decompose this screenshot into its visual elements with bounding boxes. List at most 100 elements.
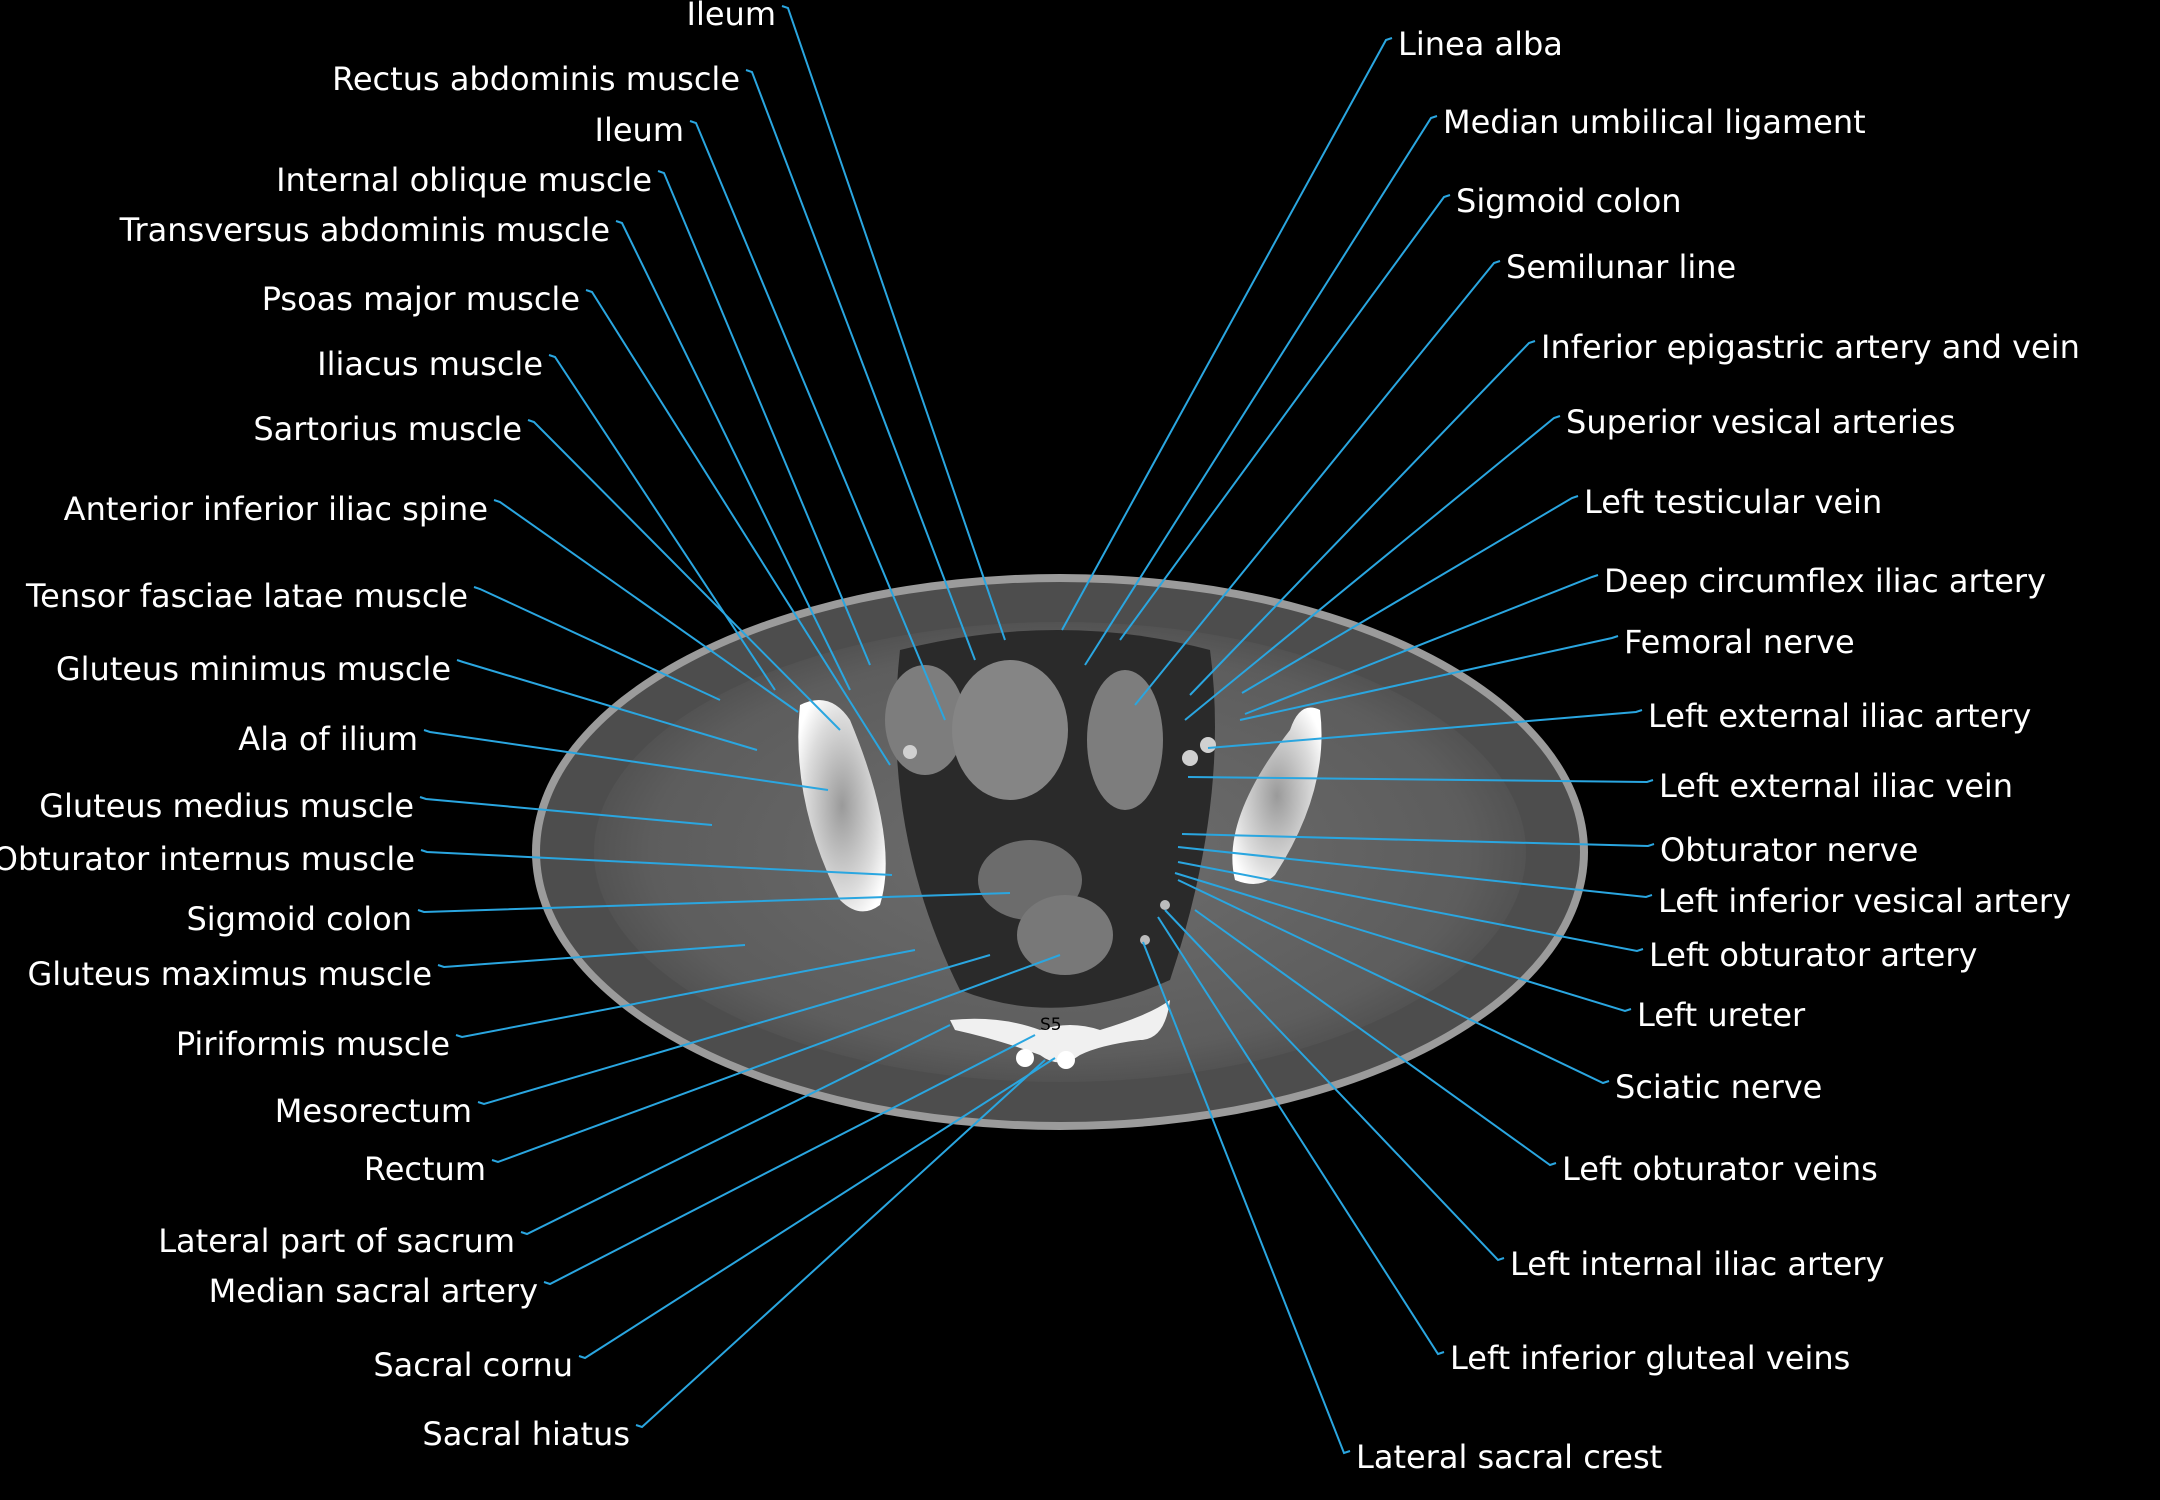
label-gluteus-minimus-muscle: Gluteus minimus muscle [56,650,451,688]
leader-line-left-21 [578,1057,1056,1360]
leader-line-right-15 [1177,879,1610,1085]
leader-line-right-2 [1119,194,1451,641]
sacrum [950,1000,1170,1063]
vessel-right [903,745,917,759]
leader-line-left-17 [477,954,991,1106]
left-ilium [1232,707,1322,884]
leader-line-right-6 [1241,495,1579,694]
label-gluteus-medius-muscle: Gluteus medius muscle [39,787,414,825]
label-mesorectum: Mesorectum [275,1092,472,1130]
label-sacral-hiatus: Sacral hiatus [422,1415,630,1453]
left-external-iliac-vein-dot [1182,750,1198,766]
label-superior-vesical-arteries: Superior vesical arteries [1566,403,1955,441]
label-median-sacral-artery: Median sacral artery [209,1272,538,1310]
leader-line-right-18 [1157,916,1445,1356]
leader-line-left-15 [437,944,746,969]
leader-line-left-4 [615,220,851,691]
label-median-umbilical-ligament: Median umbilical ligament [1443,103,1866,141]
ct-slice: S5 [532,574,1588,1130]
leader-line-left-13 [420,849,893,876]
label-tensor-fasciae-latae-muscle: Tensor fasciae latae muscle [25,577,468,615]
leader-line-right-17 [1164,909,1505,1262]
leader-line-right-7 [1244,574,1599,715]
leader-line-left-9 [473,586,721,701]
label-sigmoid-colon: Sigmoid colon [1456,182,1682,220]
label-piriformis-muscle: Piriformis muscle [176,1025,450,1063]
label-anterior-inferior-iliac-spine: Anterior inferior iliac spine [64,490,488,528]
leader-line-left-5 [585,289,891,766]
leader-line-right-0 [1061,37,1393,631]
leader-line-right-9 [1207,709,1643,749]
label-linea-alba: Linea alba [1398,25,1563,63]
leader-line-left-3 [657,170,871,666]
label-rectus-abdominis-muscle: Rectus abdominis muscle [332,60,740,98]
leader-line-left-0 [781,5,1006,641]
sacral-cornu-left [1057,1051,1075,1069]
leader-line-right-8 [1239,635,1619,721]
leader-line-right-5 [1184,415,1561,721]
label-obturator-internus-muscle: Obturator internus muscle [0,840,415,878]
label-obturator-nerve: Obturator nerve [1660,831,1918,869]
leader-line-left-7 [527,419,841,731]
sacral-cornu-right [1016,1049,1034,1067]
leader-line-left-8 [493,499,799,713]
label-sigmoid-colon: Sigmoid colon [186,900,412,938]
leader-line-right-13 [1177,861,1644,953]
label-deep-circumflex-iliac-artery: Deep circumflex iliac artery [1604,562,2046,600]
leader-line-right-12 [1177,846,1653,899]
leader-line-left-14 [417,892,1011,914]
label-transversus-abdominis-muscle: Transversus abdominis muscle [119,211,610,249]
leader-line-right-14 [1174,872,1632,1013]
ileum-loop-center [952,660,1068,800]
leader-line-left-19 [520,1024,951,1236]
leader-line-left-6 [548,354,776,691]
leader-line-right-4 [1189,340,1536,696]
label-femoral-nerve: Femoral nerve [1624,623,1855,661]
leader-line-right-10 [1187,776,1654,784]
label-gluteus-maximus-muscle: Gluteus maximus muscle [27,955,432,993]
label-inferior-epigastric-artery-and-vein: Inferior epigastric artery and vein [1541,328,2080,366]
right-ilium [798,700,886,912]
label-psoas-major-muscle: Psoas major muscle [262,280,580,318]
label-sacral-cornu: Sacral cornu [373,1346,573,1384]
label-left-ureter: Left ureter [1637,996,1806,1034]
label-ala-of-ilium: Ala of ilium [238,720,418,758]
label-rectum: Rectum [364,1150,486,1188]
leader-line-left-12 [419,796,713,826]
label-iliacus-muscle: Iliacus muscle [317,345,543,383]
sigmoid-loop-left [1087,670,1163,810]
leader-line-left-10 [456,659,758,751]
label-left-obturator-artery: Left obturator artery [1649,936,1977,974]
leader-lines [417,5,1655,1455]
label-semilunar-line: Semilunar line [1506,248,1736,286]
label-left-testicular-vein: Left testicular vein [1584,483,1882,521]
leader-line-left-20 [543,1034,1036,1286]
leader-line-left-16 [455,949,916,1039]
label-left-inferior-gluteal-veins: Left inferior gluteal veins [1450,1339,1850,1377]
label-sartorius-muscle: Sartorius muscle [253,410,522,448]
label-internal-oblique-muscle: Internal oblique muscle [276,161,652,199]
vertebra-label: S5 [1040,1015,1062,1035]
rectum [1017,895,1113,975]
label-left-internal-iliac-artery: Left internal iliac artery [1510,1245,1884,1283]
leader-line-right-16 [1194,909,1557,1167]
leader-line-right-19 [1142,941,1351,1455]
label-lateral-part-of-sacrum: Lateral part of sacrum [158,1222,515,1260]
label-left-inferior-vesical-artery: Left inferior vesical artery [1658,882,2071,920]
leader-line-left-11 [423,729,829,791]
label-left-external-iliac-vein: Left external iliac vein [1659,767,2013,805]
leader-line-left-1 [745,69,976,661]
vessel-posterior [1160,900,1170,910]
leader-line-right-3 [1134,260,1501,706]
leader-line-left-2 [689,120,946,721]
label-sciatic-nerve: Sciatic nerve [1615,1068,1822,1106]
label-lateral-sacral-crest: Lateral sacral crest [1356,1438,1662,1476]
label-ileum: Ileum [595,111,684,149]
leader-line-left-18 [491,954,1061,1164]
label-ileum: Ileum [687,0,776,33]
label-left-external-iliac-artery: Left external iliac artery [1648,697,2031,735]
leader-line-right-1 [1084,115,1438,666]
